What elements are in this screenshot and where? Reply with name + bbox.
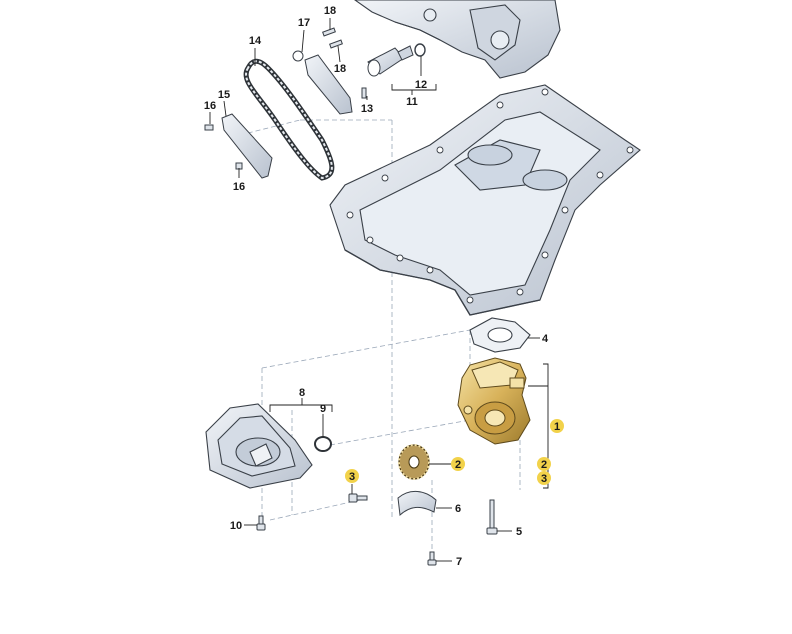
callout-10: 10: [230, 520, 242, 532]
callout-17: 17: [298, 17, 310, 29]
callout-16-top: 16: [204, 100, 216, 112]
callout-14: 14: [249, 35, 262, 47]
callout-11: 11: [406, 96, 418, 108]
callout-18-top: 18: [324, 5, 336, 17]
cover-housing: [205, 403, 313, 489]
callout-2-bracket: 2: [541, 459, 547, 471]
callout-8: 8: [299, 387, 305, 399]
timing-chain: [243, 58, 335, 181]
pump-gasket: [469, 317, 531, 353]
callout-6: 6: [455, 503, 461, 515]
callout-3-bracket: 3: [541, 473, 547, 485]
highlight-badges: [345, 419, 564, 485]
pump-chain-guide: [397, 491, 437, 517]
guide-rail: [221, 113, 273, 179]
callout-12: 12: [415, 79, 427, 91]
oil-pan: [329, 84, 641, 316]
sprocket-bolt: [348, 493, 368, 503]
callout-13: 13: [361, 103, 373, 115]
engine-block-top: [354, 0, 561, 79]
callout-2-sprocket: 2: [455, 459, 461, 471]
callout-16-bottom: 16: [233, 181, 245, 193]
oil-pump: [457, 357, 531, 445]
callout-labels: 18 17 18 14 15 16 16 13 12 11 4 1 2 3 2 …: [204, 5, 560, 568]
callout-7: 7: [456, 556, 462, 568]
pump-sprocket: [398, 444, 430, 480]
o-ring: [314, 436, 332, 452]
callout-5: 5: [516, 526, 522, 538]
leader-lines: [209, 18, 549, 562]
top-bolts: [204, 27, 367, 170]
callout-15: 15: [218, 89, 230, 101]
tensioner-rail: [292, 50, 353, 115]
callout-1: 1: [554, 421, 560, 433]
bolt-7: [427, 551, 437, 566]
callout-4: 4: [542, 333, 549, 345]
callout-18-bottom: 18: [334, 63, 346, 75]
long-bolt: [486, 499, 498, 535]
callout-9: 9: [320, 403, 326, 415]
bolt-10: [256, 515, 266, 531]
callout-3-bolt: 3: [349, 471, 355, 483]
control-valve: [367, 43, 426, 77]
